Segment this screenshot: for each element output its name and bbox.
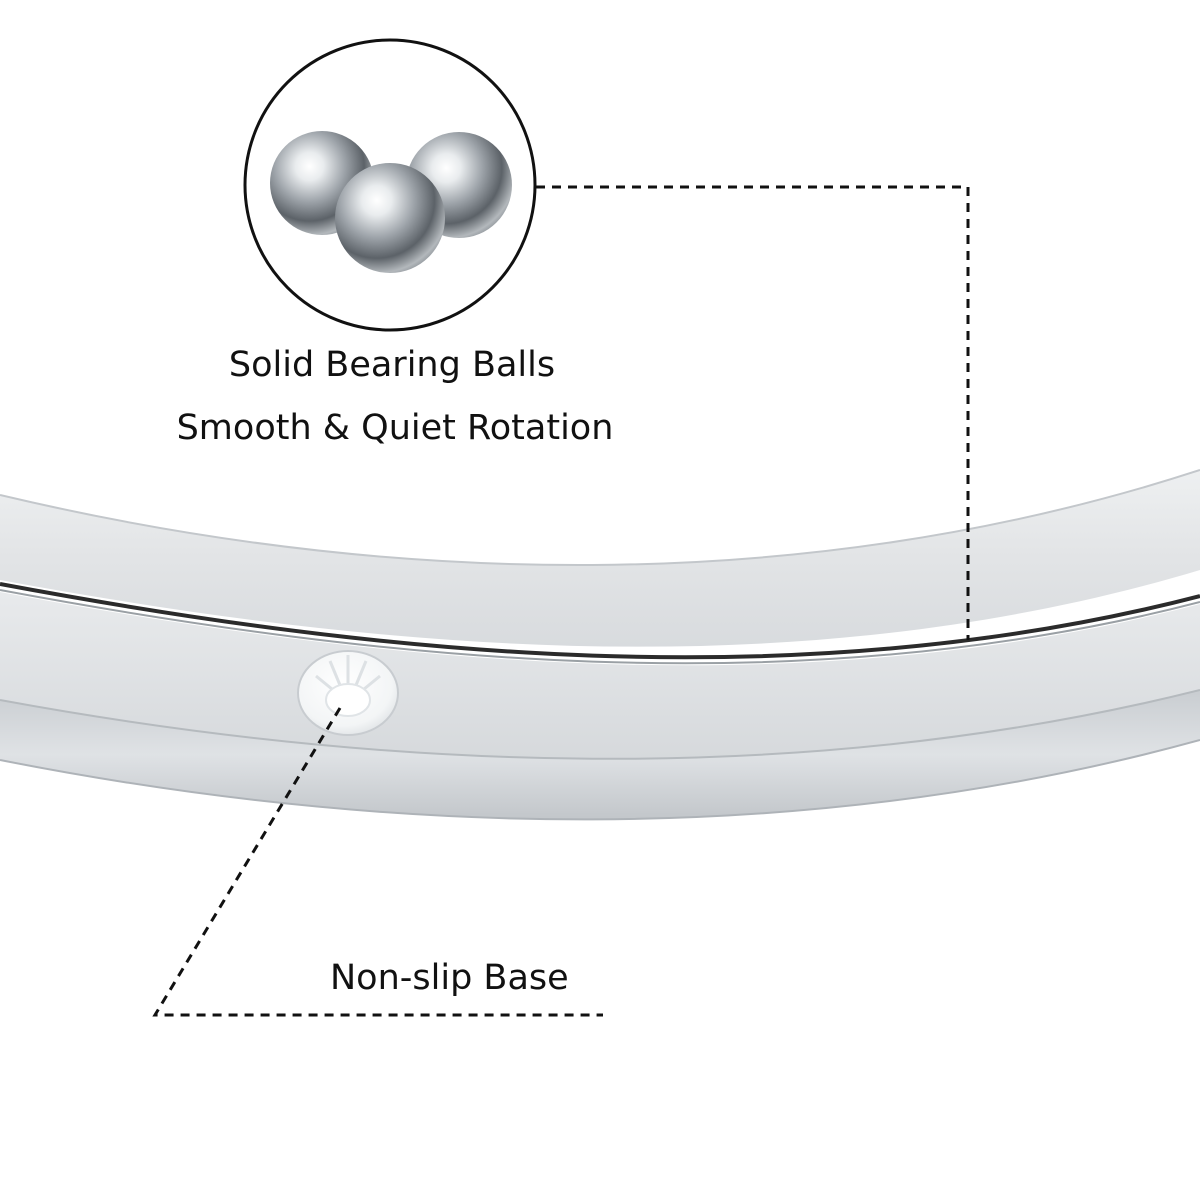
turntable-upper-ring	[0, 469, 1200, 647]
base-leader-line	[152, 707, 603, 1017]
bearing-subtitle: Smooth & Quiet Rotation	[176, 408, 614, 448]
steel-ball-icon	[270, 131, 512, 273]
rubber-foot-icon	[297, 650, 399, 736]
base-label: Non-slip Base	[330, 958, 569, 998]
turntable-lower-ring	[0, 592, 1200, 821]
bearing-leader-line	[536, 185, 970, 640]
bearing-title: Solid Bearing Balls	[228, 345, 556, 385]
bearing-groove	[0, 582, 1200, 665]
